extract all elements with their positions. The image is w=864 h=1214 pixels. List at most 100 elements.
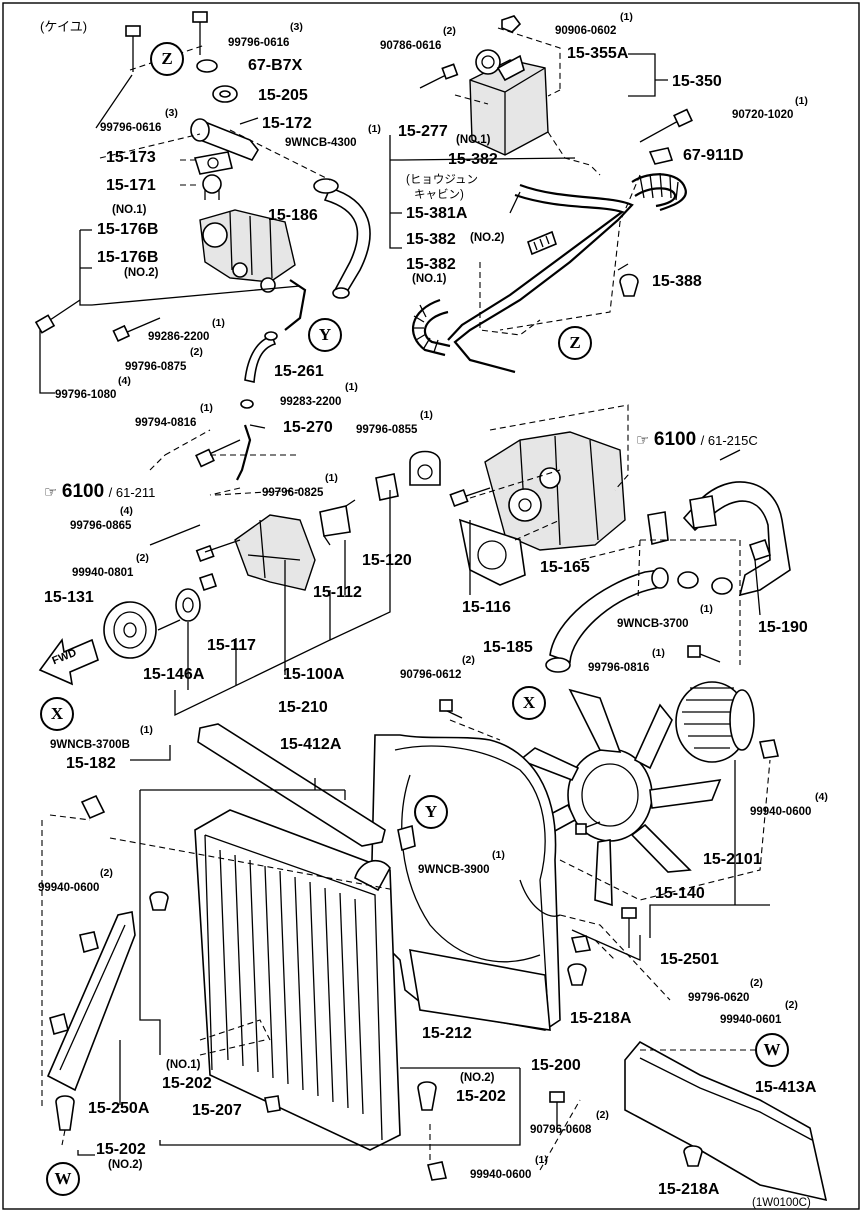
part-15-165[interactable]: 15-165 xyxy=(540,559,590,576)
part-99796-0855[interactable]: 99796-0855 xyxy=(356,424,418,436)
part-99940-0600-b[interactable]: 99940-0600 xyxy=(38,882,100,894)
part-99286-2200[interactable]: 99286-2200 xyxy=(148,331,210,343)
part-9wncb-3700[interactable]: 9WNCB-3700 xyxy=(617,618,689,630)
part-15-146a[interactable]: 15-146A xyxy=(143,666,205,683)
spec-no2-15-382: (NO.2) xyxy=(470,232,505,244)
part-15-212[interactable]: 15-212 xyxy=(422,1025,472,1042)
part-15-131[interactable]: 15-131 xyxy=(44,589,94,606)
spec-no1-15-277: (NO.1) xyxy=(456,134,491,146)
part-99940-0601[interactable]: 99940-0601 xyxy=(720,1014,782,1026)
part-15-200[interactable]: 15-200 xyxy=(531,1057,581,1074)
part-99283-2200[interactable]: 99283-2200 xyxy=(280,396,342,408)
part-15-382-no1[interactable]: 15-382 xyxy=(406,256,456,273)
part-15-186[interactable]: 15-186 xyxy=(268,207,318,224)
part-15-202-no1[interactable]: 15-202 xyxy=(162,1075,212,1092)
part-99794-0816[interactable]: 99794-0816 xyxy=(135,417,197,429)
qty-99796-0620: (2) xyxy=(750,977,763,989)
part-15-172[interactable]: 15-172 xyxy=(262,115,312,132)
qty-90786-0616: (2) xyxy=(443,25,456,37)
reference-hand-icon: ☞ xyxy=(636,432,650,449)
page-ref-left[interactable]: ☞ 6100 / 61-211 xyxy=(44,482,155,501)
part-99796-0816[interactable]: 99796-0816 xyxy=(588,662,650,674)
qty-99796-0616-a: (3) xyxy=(290,21,303,33)
part-99796-0620[interactable]: 99796-0620 xyxy=(688,992,750,1004)
fan-blades xyxy=(518,688,722,907)
part-15-350[interactable]: 15-350 xyxy=(672,73,722,90)
part-90906-0602[interactable]: 90906-0602 xyxy=(555,25,617,37)
part-15-388[interactable]: 15-388 xyxy=(652,273,702,290)
part-15-205[interactable]: 15-205 xyxy=(258,87,308,104)
part-15-182[interactable]: 15-182 xyxy=(66,755,116,772)
part-15-116[interactable]: 15-116 xyxy=(462,599,511,616)
part-99940-0600-a[interactable]: 99940-0600 xyxy=(750,806,812,818)
part-15-112[interactable]: 15-112 xyxy=(313,584,362,601)
part-99796-0865[interactable]: 99796-0865 xyxy=(70,520,132,532)
thermostat-assembly-drawing xyxy=(34,11,371,496)
part-15-250a[interactable]: 15-250A xyxy=(88,1100,150,1117)
qty-90720-1020: (1) xyxy=(795,95,808,107)
part-9wncb-3700b[interactable]: 9WNCB-3700B xyxy=(50,739,130,751)
part-90786-0616[interactable]: 90786-0616 xyxy=(380,40,442,52)
note-standard-cabin-2: キャビン) xyxy=(414,189,464,201)
part-15-2101[interactable]: 15-2101 xyxy=(703,851,762,868)
part-15-412a[interactable]: 15-412A xyxy=(280,736,342,753)
part-67-b7x[interactable]: 67-B7X xyxy=(248,57,303,74)
qty-99796-0855: (1) xyxy=(420,409,433,421)
part-15-176b-no2[interactable]: 15-176B xyxy=(97,249,159,266)
part-99796-0616-a[interactable]: 99796-0616 xyxy=(228,37,290,49)
part-15-210[interactable]: 15-210 xyxy=(278,699,328,716)
spec-no2-15-176b: (NO.2) xyxy=(124,267,159,279)
part-90720-1020[interactable]: 90720-1020 xyxy=(732,109,794,121)
part-15-185[interactable]: 15-185 xyxy=(483,639,533,656)
spec-no1-15-382: (NO.1) xyxy=(412,273,447,285)
part-99796-0616-b[interactable]: 99796-0616 xyxy=(100,122,162,134)
qty-99796-0616-b: (3) xyxy=(165,107,178,119)
part-15-117[interactable]: 15-117 xyxy=(207,637,256,654)
part-15-218a-lower[interactable]: 15-218A xyxy=(658,1181,720,1198)
part-15-381a[interactable]: 15-381A xyxy=(406,205,468,222)
part-15-207[interactable]: 15-207 xyxy=(192,1102,242,1119)
part-9wncb-3900[interactable]: 9WNCB-3900 xyxy=(418,864,490,876)
region-note: (ケイユ) xyxy=(40,19,88,34)
part-15-413a[interactable]: 15-413A xyxy=(755,1079,817,1096)
part-90796-0608[interactable]: 90796-0608 xyxy=(530,1124,592,1136)
part-15-382-no2[interactable]: 15-382 xyxy=(406,231,456,248)
marker-z-right: Z xyxy=(558,326,592,360)
part-99940-0801[interactable]: 99940-0801 xyxy=(72,567,134,579)
part-15-261[interactable]: 15-261 xyxy=(274,363,324,380)
part-15-120[interactable]: 15-120 xyxy=(362,552,412,569)
part-15-100a[interactable]: 15-100A xyxy=(283,666,345,683)
part-15-202-no2-left[interactable]: 15-202 xyxy=(96,1141,146,1158)
qty-99796-0825: (1) xyxy=(325,472,338,484)
part-15-171[interactable]: 15-171 xyxy=(106,177,156,194)
part-15-355a[interactable]: 15-355A xyxy=(567,45,629,62)
part-15-173[interactable]: 15-173 xyxy=(106,149,156,166)
qty-99940-0801: (2) xyxy=(136,552,149,564)
part-15-2501[interactable]: 15-2501 xyxy=(660,951,719,968)
page-ref-top-right[interactable]: ☞ 6100 / 61-215C xyxy=(636,430,758,449)
part-15-382-top[interactable]: 15-382 xyxy=(448,151,498,168)
marker-x-right: X xyxy=(512,686,546,720)
part-9wncb-4300[interactable]: 9WNCB-4300 xyxy=(285,137,357,149)
reservoir-and-hoses-drawing xyxy=(389,15,693,374)
part-15-218a-upper[interactable]: 15-218A xyxy=(570,1010,632,1027)
marker-x-left: X xyxy=(40,697,74,731)
part-99796-0825[interactable]: 99796-0825 xyxy=(262,487,324,499)
part-15-202-no2-right[interactable]: 15-202 xyxy=(456,1088,506,1105)
part-15-190[interactable]: 15-190 xyxy=(758,619,808,636)
part-99940-0600-c[interactable]: 99940-0600 xyxy=(470,1169,532,1181)
part-99796-0875[interactable]: 99796-0875 xyxy=(125,361,187,373)
part-15-270[interactable]: 15-270 xyxy=(283,419,333,436)
part-90796-0612[interactable]: 90796-0612 xyxy=(400,669,462,681)
qty-99283-2200: (1) xyxy=(345,381,358,393)
part-15-277[interactable]: 15-277 xyxy=(398,123,448,140)
part-67-911d[interactable]: 67-911D xyxy=(683,147,744,164)
part-99796-1080[interactable]: 99796-1080 xyxy=(55,389,117,401)
part-15-140[interactable]: 15-140 xyxy=(655,885,705,902)
radiator-core-fins xyxy=(219,849,364,1115)
part-15-176b-no1[interactable]: 15-176B xyxy=(97,221,159,238)
footer-code: (1W0100C) xyxy=(752,1197,811,1209)
qty-9wncb-3700b: (1) xyxy=(140,724,153,736)
